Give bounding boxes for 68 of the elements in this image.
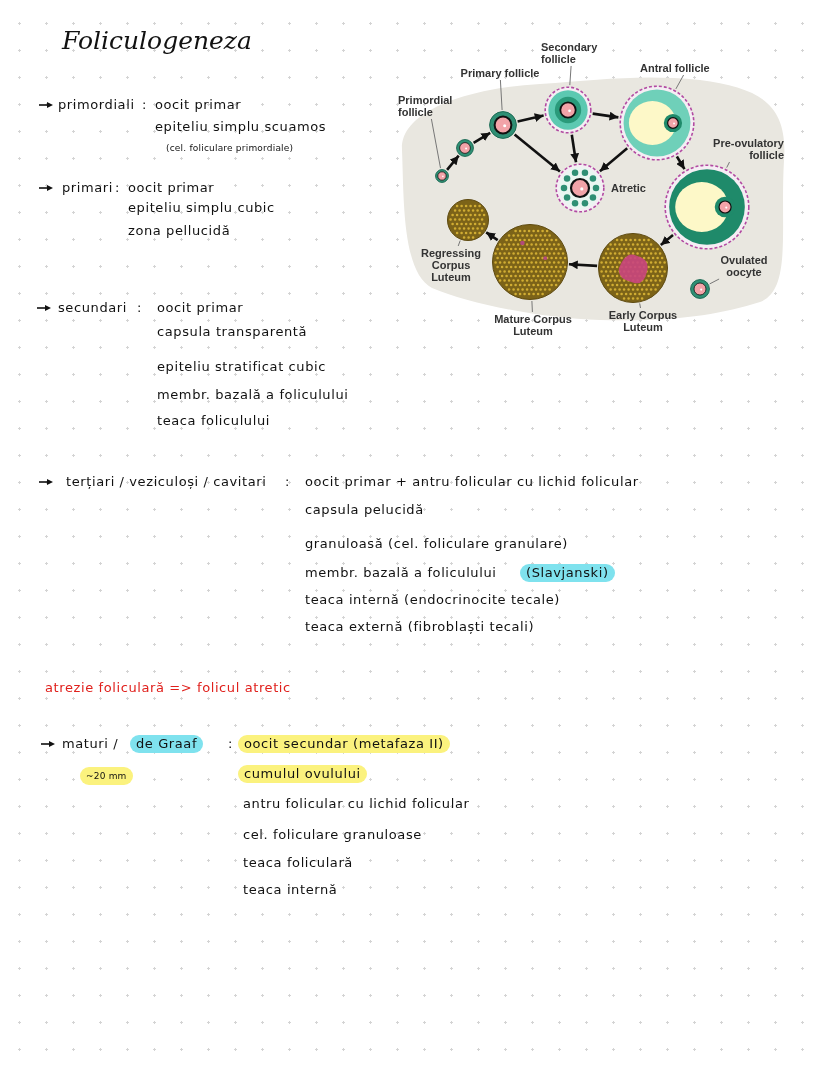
colon: :: [228, 735, 233, 753]
arrow: [568, 260, 598, 270]
callout-label: Ovulated oocyte: [714, 254, 774, 278]
term-label: maturi /: [62, 735, 119, 753]
callout-label: Early Corpus Luteum: [602, 309, 684, 333]
note-text: epiteliu simplu scuamos: [155, 118, 327, 136]
arrow: [570, 134, 580, 163]
colon: :: [137, 299, 142, 317]
leader-line: [726, 161, 730, 169]
highlighted-text: ~20 mm: [80, 767, 133, 785]
note-text: capsula transparentă: [157, 323, 308, 341]
highlighted-text: cumulul ovulului: [238, 765, 367, 783]
colon: :: [115, 179, 120, 197]
arrow: [675, 155, 686, 170]
note-text: capsula pelucidă: [305, 501, 424, 519]
leader-line: [499, 79, 503, 111]
arrow: [659, 234, 674, 247]
note-text: (cel. foliculare primordiale): [166, 142, 294, 155]
highlighted-text: oocit secundar (metafaza II): [238, 735, 450, 753]
note-text: cel. foliculare granuloase: [243, 826, 422, 844]
callout-label: Pre-ovulatory follicle: [688, 137, 784, 161]
term-label: terțiari / veziculoși / cavitari: [66, 473, 267, 491]
follicle-caption: Atretic: [611, 182, 646, 194]
callout-label: Antral follicle: [640, 62, 735, 74]
note-text: atrezie foliculară => folicul atretic: [45, 679, 291, 697]
arrow: [599, 147, 629, 173]
note-text: membr. bazală a foliculului: [157, 386, 349, 404]
note-text: antru folicular cu lichid folicular: [243, 795, 470, 813]
note-text: teaca externă (fibroblaști tecali): [305, 618, 535, 636]
callout-label: Primary follicle: [455, 67, 545, 79]
note-text: zona pellucidă: [128, 222, 231, 240]
callout-label: Primordial follicle: [398, 94, 460, 118]
note-text: oocit primar: [128, 179, 215, 197]
arrow: [517, 113, 544, 123]
term-label: primari: [62, 179, 113, 197]
leader-line: [531, 300, 533, 313]
leader-line: [639, 302, 641, 309]
note-text: epiteliu stratificat cubic: [157, 358, 326, 376]
note-text: oocit primar: [155, 96, 242, 114]
note-text: teaca foliculului: [157, 412, 270, 430]
leader-line: [457, 240, 461, 247]
note-text: membr. bazală a foliculului: [305, 564, 497, 582]
note-text: granuloasă (cel. foliculare granulare): [305, 535, 568, 553]
arrow: [472, 131, 491, 144]
highlighted-text: (Slavjanski): [520, 564, 615, 582]
leader-line: [569, 65, 572, 86]
highlighted-text: de Graaf: [130, 735, 204, 753]
colon: :: [285, 473, 290, 491]
note-text: epiteliu simplu cubic: [128, 199, 275, 217]
colon: :: [142, 96, 147, 114]
arrow: [446, 154, 460, 171]
arrow: [592, 111, 619, 121]
callout-label: Secondary follicle: [541, 41, 603, 65]
note-text: teaca foliculară: [243, 854, 353, 872]
page-title: Foliculogeneza: [62, 26, 252, 55]
callout-label: Regressing Corpus Luteum: [420, 247, 482, 283]
term-label: secundari: [58, 299, 127, 317]
term-label: primordiali: [58, 96, 135, 114]
leader-line: [430, 118, 441, 169]
leader-line: [675, 74, 685, 90]
note-text: teaca internă (endocrinocite tecale): [305, 591, 560, 609]
leader-line: [709, 278, 720, 285]
note-text: teaca internă: [243, 881, 338, 899]
note-text: oocit primar: [157, 299, 244, 317]
note-text: oocit primar + antru folicular cu lichid folicular: [305, 473, 639, 491]
arrow: [513, 133, 561, 173]
callout-label: Mature Corpus Luteum: [492, 313, 574, 337]
arrow: [485, 231, 499, 242]
